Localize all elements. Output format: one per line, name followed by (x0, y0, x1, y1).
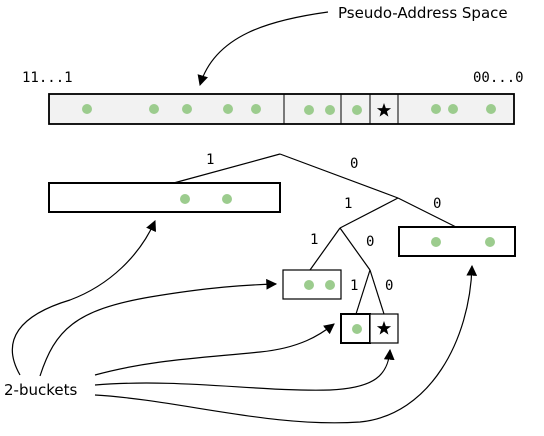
node-dot (304, 280, 314, 290)
tree-edge (339, 197, 399, 229)
tree-edge (339, 227, 371, 271)
edge-label: 0 (366, 234, 374, 250)
tree-edge (369, 269, 385, 315)
node-dot (251, 104, 261, 114)
star-icon (376, 321, 392, 335)
address-space-title: Pseudo-Address Space (338, 4, 508, 22)
node-dot (180, 194, 190, 204)
node-dot (352, 324, 362, 334)
buckets-label: 2-buckets (4, 381, 77, 399)
bucket-arrow (39, 278, 278, 377)
node-dot (182, 104, 192, 114)
node-dot (223, 104, 233, 114)
node-dot (448, 104, 458, 114)
bucket-arrow (94, 323, 335, 376)
edge-label: 1 (206, 152, 214, 168)
tree-edge (309, 227, 341, 271)
node-dot (82, 104, 92, 114)
node-dot (431, 237, 441, 247)
node-dot (222, 194, 232, 204)
node-dot (325, 105, 335, 115)
node-dot (431, 104, 441, 114)
edge-label: 0 (433, 196, 441, 212)
bucket-box (369, 313, 399, 344)
edge-label: 0 (350, 156, 358, 172)
node-dot (352, 105, 362, 115)
node-dot (149, 104, 159, 114)
bucket-arrow (94, 264, 478, 424)
address-space-bar (48, 93, 515, 125)
star-icon (376, 103, 392, 117)
node-dot (486, 104, 496, 114)
edge-label: 1 (344, 196, 352, 212)
title-arrow (197, 11, 329, 87)
edge-label: 0 (385, 278, 393, 294)
bucket-box (398, 226, 516, 257)
tree-edge (397, 197, 459, 229)
bucket-box (48, 182, 281, 213)
node-dot (325, 280, 335, 290)
node-dot (485, 237, 495, 247)
address-right-label: 00...0 (473, 70, 524, 86)
tree-edge (169, 153, 281, 185)
edge-label: 1 (310, 232, 318, 248)
address-left-label: 11...1 (22, 70, 73, 86)
node-dot (304, 105, 314, 115)
bucket-arrow (94, 348, 395, 391)
tree-edge (355, 269, 371, 315)
tree-edge (279, 153, 399, 199)
edge-label: 1 (350, 278, 358, 294)
bucket-arrow (11, 220, 157, 376)
